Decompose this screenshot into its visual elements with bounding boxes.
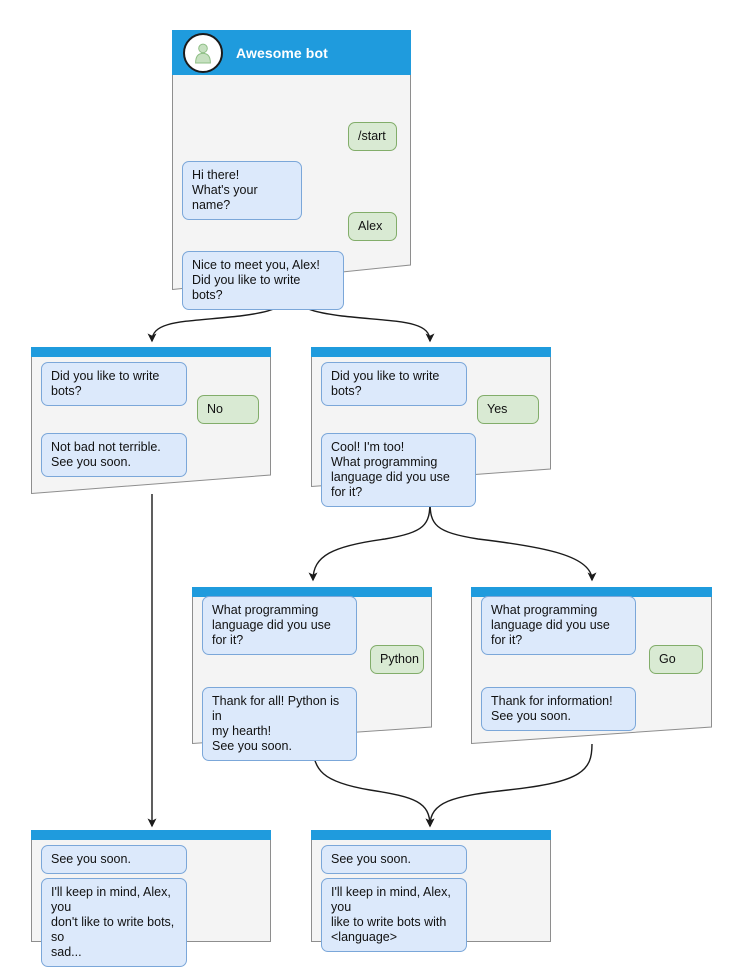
card-messages: What programming language did you use fo…	[471, 596, 712, 744]
bot-bubble: Nice to meet you, Alex! Did you like to …	[182, 251, 344, 310]
go-branch-card[interactable]: What programming language did you use fo…	[471, 587, 712, 744]
end-no-card[interactable]: See you soon. I'll keep in mind, Alex, y…	[31, 830, 271, 967]
card-messages: Did you like to write bots? Yes Cool! I'…	[311, 357, 551, 507]
connector-go-to-end-yes	[425, 743, 593, 828]
bot-bubble: Not bad not terrible. See you soon.	[41, 433, 187, 477]
bot-bubble: Did you like to write bots?	[41, 362, 187, 406]
card-title-bar	[311, 347, 551, 357]
card-title-bar	[471, 587, 712, 597]
card-title-bar	[31, 830, 271, 840]
bot-bubble: Thank for information! See you soon.	[481, 687, 636, 731]
bot-bubble: I'll keep in mind, Alex, you like to wri…	[321, 878, 467, 952]
no-branch-card[interactable]: Did you like to write bots? No Not bad n…	[31, 347, 271, 494]
bot-bubble: What programming language did you use fo…	[481, 596, 636, 655]
bot-bubble: See you soon.	[321, 845, 467, 874]
user-bubble: Alex	[348, 212, 397, 241]
card-messages: See you soon. I'll keep in mind, Alex, y…	[31, 840, 271, 967]
bot-bubble: What programming language did you use fo…	[202, 596, 357, 655]
bot-bubble: Did you like to write bots?	[321, 362, 467, 406]
card-messages: /start Hi there! What's your name? Alex …	[172, 75, 411, 310]
card-title-bar	[192, 587, 432, 597]
card-title-bar	[311, 830, 551, 840]
card-title-bar	[31, 347, 271, 357]
card-messages: Did you like to write bots? No Not bad n…	[31, 357, 271, 494]
bot-bubble: Hi there! What's your name?	[182, 161, 302, 220]
bot-bubble: Cool! I'm too! What programming language…	[321, 433, 476, 507]
user-bubble: /start	[348, 122, 397, 151]
bot-bubble: Thank for all! Python is in my hearth! S…	[202, 687, 357, 761]
connector-yes-to-python	[308, 500, 431, 582]
end-yes-card[interactable]: See you soon. I'll keep in mind, Alex, y…	[311, 830, 551, 952]
user-bubble: Python	[370, 645, 424, 674]
yes-branch-card[interactable]: Did you like to write bots? Yes Cool! I'…	[311, 347, 551, 507]
python-branch-card[interactable]: What programming language did you use fo…	[192, 587, 432, 761]
card-messages: What programming language did you use fo…	[192, 596, 432, 761]
user-bubble: No	[197, 395, 259, 424]
bot-bubble: See you soon.	[41, 845, 187, 874]
user-bubble: Go	[649, 645, 703, 674]
user-bubble: Yes	[477, 395, 539, 424]
card-messages: See you soon. I'll keep in mind, Alex, y…	[311, 840, 551, 952]
bot-bubble: I'll keep in mind, Alex, you don't like …	[41, 878, 187, 967]
connector-yes-to-go	[429, 500, 597, 582]
root-card[interactable]: Awesome bot /start Hi there! What's your…	[172, 30, 411, 310]
person-avatar-icon	[183, 32, 223, 73]
bot-title: Awesome bot	[236, 44, 328, 61]
card-title-bar: Awesome bot	[172, 30, 411, 75]
